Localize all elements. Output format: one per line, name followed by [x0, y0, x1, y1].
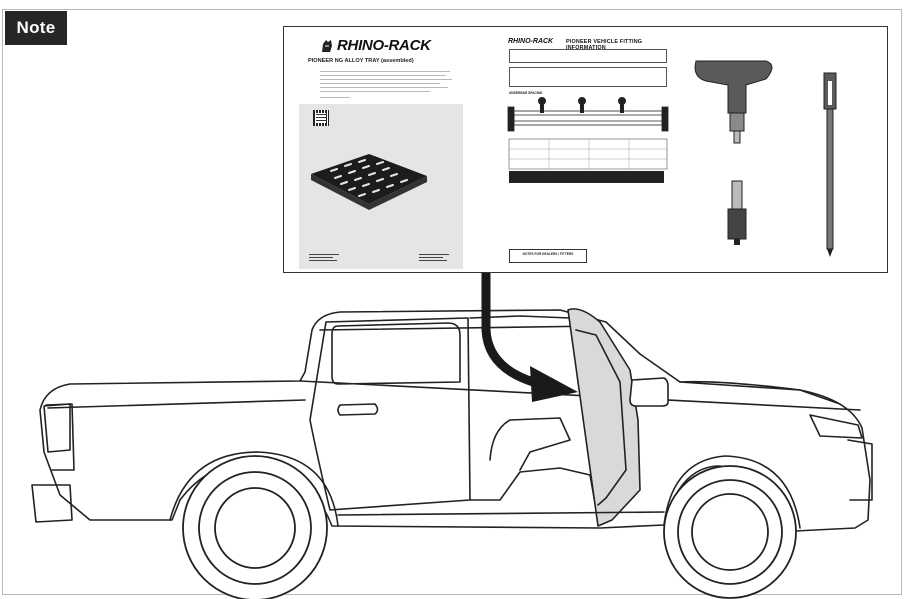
qr-code-icon [313, 110, 329, 126]
vehicle-table [509, 49, 667, 63]
product-image-area [299, 104, 463, 269]
brand-name: RHINO-RACK [337, 37, 431, 54]
rear-wheel [182, 455, 328, 599]
rear-window [331, 322, 461, 385]
fitting-brand: RHINO-RACK [508, 38, 554, 45]
dealer-notes-box: NOTES FOR DEALERS / FITTERS [509, 249, 587, 263]
instruction-manual: RHINO-RACK PIONEER NG ALLOY TRAY (assemb… [284, 27, 474, 272]
headlight [809, 414, 863, 439]
documentation-panel: RHINO-RACK PIONEER NG ALLOY TRAY (assemb… [283, 26, 888, 273]
front-seat [489, 417, 571, 471]
product-title: PIONEER NG ALLOY TRAY (assembled) [308, 58, 414, 64]
front-wheel [663, 465, 797, 599]
arrow [481, 272, 578, 402]
front-door-open [567, 308, 641, 527]
tools-area [694, 60, 837, 257]
rhino-rack-logo: RHINO-RACK [320, 37, 431, 54]
truck-body-outline [39, 309, 871, 533]
socket-bit-icon [727, 180, 747, 245]
t-handle-hex-key-icon [694, 60, 773, 144]
side-mirror [629, 377, 669, 407]
spec-table [509, 67, 667, 87]
rhino-logo-icon [322, 39, 332, 52]
illustration-frame [2, 9, 902, 595]
alloy-tray-icon [309, 154, 449, 261]
note-label: Note [5, 11, 67, 45]
fitting-warning-banner [509, 171, 664, 183]
vehicle-fitting-sheet: RHINO-RACK PIONEER VEHICLE FITTING INFOR… [504, 27, 674, 272]
long-screwdriver-icon [823, 72, 837, 257]
fitting-title: PIONEER VEHICLE FITTING INFORMATION [566, 39, 643, 51]
underbar-diagram [507, 97, 669, 170]
rear-door [309, 317, 471, 511]
underbar-label: UNDERBAR SPACING [509, 91, 543, 95]
